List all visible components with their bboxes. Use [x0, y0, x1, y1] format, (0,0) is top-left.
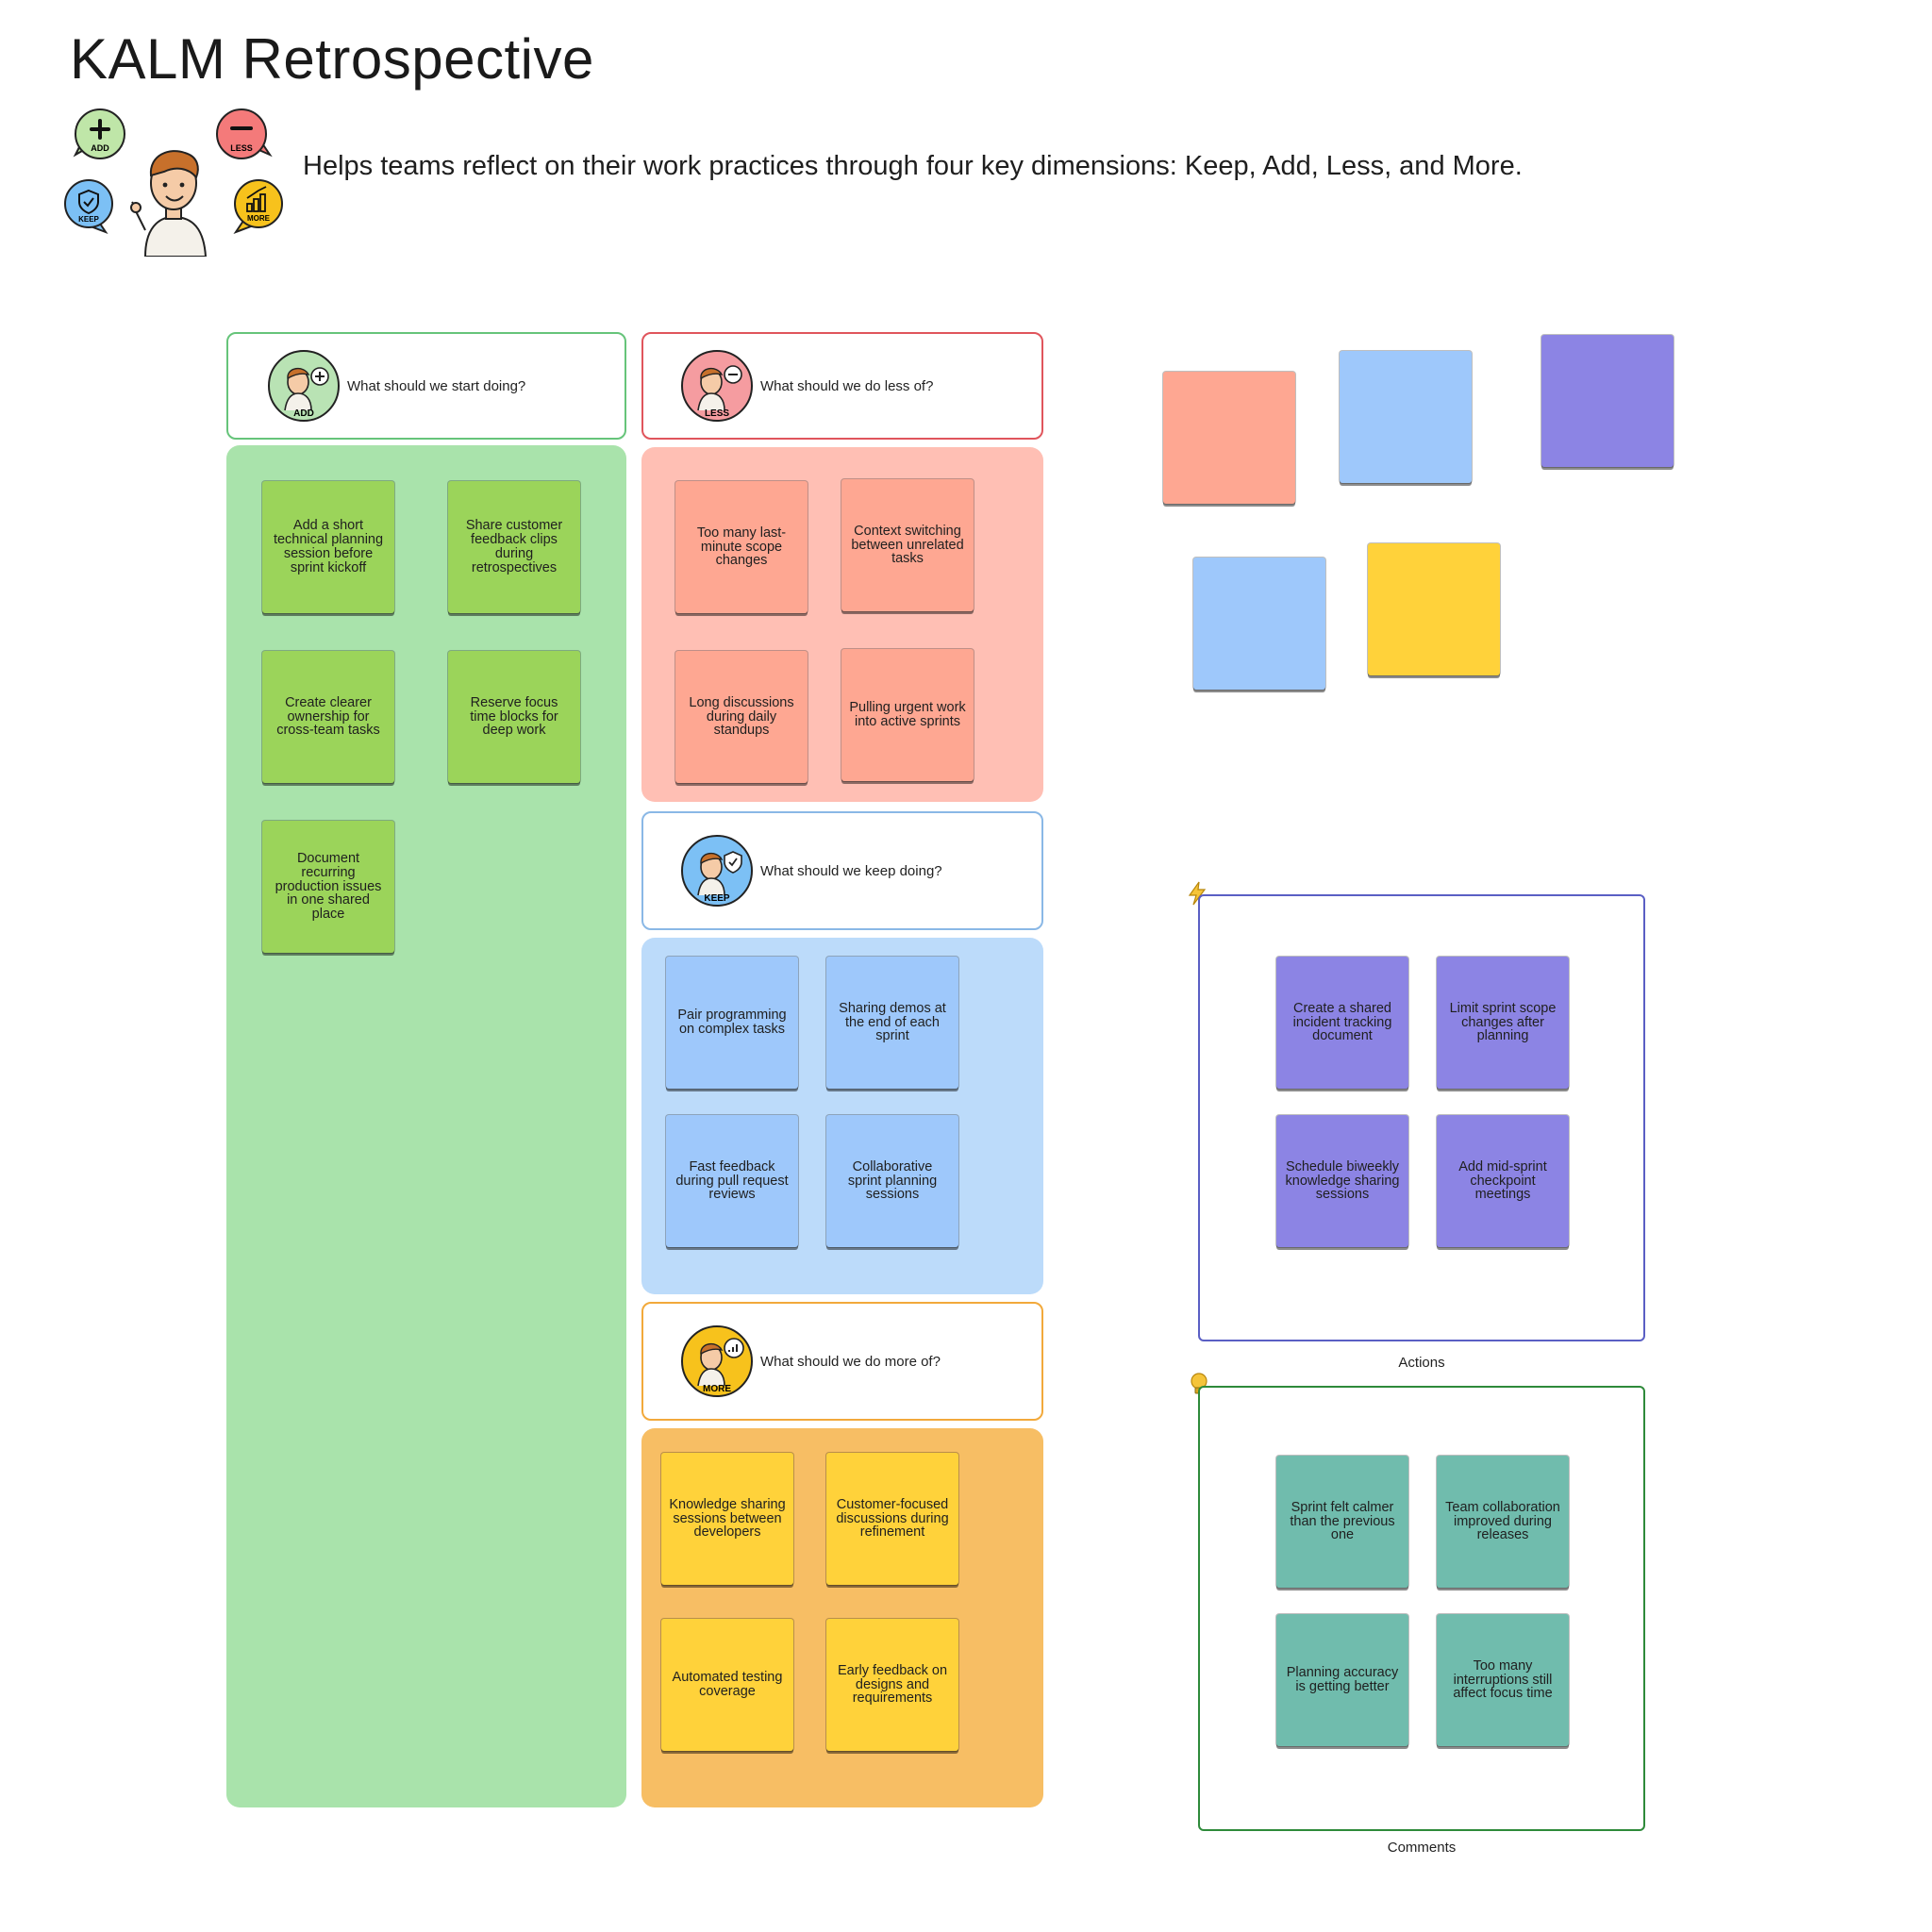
comment-note[interactable]: Too many interruptions still affect focu…	[1437, 1614, 1569, 1746]
blank-sticky-note[interactable]	[1541, 335, 1674, 467]
action-note[interactable]: Limit sprint scope changes after plannin…	[1437, 957, 1569, 1089]
less-note[interactable]: Pulling urgent work into active sprints	[841, 649, 974, 781]
svg-text:KEEP: KEEP	[78, 215, 99, 224]
add-note[interactable]: Document recurring production issues in …	[262, 821, 394, 953]
keep-note[interactable]: Pair programming on complex tasks	[666, 957, 798, 1089]
add-column-header: ADD What should we start doing?	[226, 332, 626, 440]
action-note[interactable]: Schedule biweekly knowledge sharing sess…	[1276, 1115, 1408, 1247]
less-column-question: What should we do less of?	[760, 377, 934, 394]
actions-frame	[1198, 894, 1645, 1341]
svg-text:ADD: ADD	[293, 408, 314, 419]
add-note[interactable]: Create clearer ownership for cross-team …	[262, 651, 394, 783]
more-note[interactable]: Knowledge sharing sessions between devel…	[661, 1453, 793, 1585]
svg-text:LESS: LESS	[705, 408, 729, 419]
blank-sticky-note[interactable]	[1193, 558, 1325, 690]
keep-note[interactable]: Sharing demos at the end of each sprint	[826, 957, 958, 1089]
comments-frame-label: Comments	[1387, 1840, 1457, 1856]
person-illustration	[130, 150, 208, 257]
add-badge-icon: ADD	[268, 350, 340, 422]
more-column-question: What should we do more of?	[760, 1353, 941, 1370]
keep-note[interactable]: Collaborative sprint planning sessions	[826, 1115, 958, 1247]
add-column-panel	[226, 445, 626, 1807]
lightning-icon	[1188, 881, 1207, 906]
less-badge-icon: LESS	[681, 350, 753, 422]
more-note[interactable]: Customer-focused discussions during refi…	[826, 1453, 958, 1585]
add-column-question: What should we start doing?	[347, 377, 526, 394]
keep-column-question: What should we keep doing?	[760, 862, 942, 879]
blank-sticky-note[interactable]	[1340, 351, 1472, 483]
add-note[interactable]: Share customer feedback clips during ret…	[448, 481, 580, 613]
svg-text:LESS: LESS	[230, 143, 253, 153]
blank-sticky-note[interactable]	[1163, 372, 1295, 504]
comment-note[interactable]: Sprint felt calmer than the previous one	[1276, 1456, 1408, 1588]
less-column-header: LESS What should we do less of?	[641, 332, 1043, 440]
more-note[interactable]: Early feedback on designs and requiremen…	[826, 1619, 958, 1751]
svg-text:MORE: MORE	[247, 214, 271, 223]
action-note[interactable]: Add mid-sprint checkpoint meetings	[1437, 1115, 1569, 1247]
comments-frame	[1198, 1386, 1645, 1831]
keep-bubble-icon: KEEP	[64, 179, 113, 235]
add-note[interactable]: Add a short technical planning session b…	[262, 481, 394, 613]
less-note[interactable]: Context switching between unrelated task…	[841, 479, 974, 611]
keep-note[interactable]: Fast feedback during pull request review…	[666, 1115, 798, 1247]
more-note[interactable]: Automated testing coverage	[661, 1619, 793, 1751]
keep-column-header: KEEP What should we keep doing?	[641, 811, 1043, 930]
svg-text:ADD: ADD	[91, 143, 109, 153]
actions-frame-label: Actions	[1398, 1355, 1445, 1371]
keep-badge-icon: KEEP	[681, 835, 753, 907]
more-column-header: MORE What should we do more of?	[641, 1302, 1043, 1421]
less-note[interactable]: Too many last-minute scope changes	[675, 481, 808, 613]
retro-hero-illustration: ADD LESS KEEP MORE	[64, 108, 283, 257]
page-title: KALM Retrospective	[70, 27, 594, 91]
add-note[interactable]: Reserve focus time blocks for deep work	[448, 651, 580, 783]
more-badge-icon: MORE	[681, 1325, 753, 1397]
add-bubble-icon: ADD	[73, 108, 125, 159]
board-description: Helps teams reflect on their work practi…	[303, 151, 1523, 181]
action-note[interactable]: Create a shared incident tracking docume…	[1276, 957, 1408, 1089]
less-bubble-icon: LESS	[216, 108, 273, 159]
comment-note[interactable]: Planning accuracy is getting better	[1276, 1614, 1408, 1746]
svg-text:KEEP: KEEP	[704, 893, 730, 904]
more-bubble-icon: MORE	[233, 179, 283, 235]
less-note[interactable]: Long discussions during daily standups	[675, 651, 808, 783]
comment-note[interactable]: Team collaboration improved during relea…	[1437, 1456, 1569, 1588]
svg-text:MORE: MORE	[703, 1384, 731, 1394]
blank-sticky-note[interactable]	[1368, 543, 1500, 675]
